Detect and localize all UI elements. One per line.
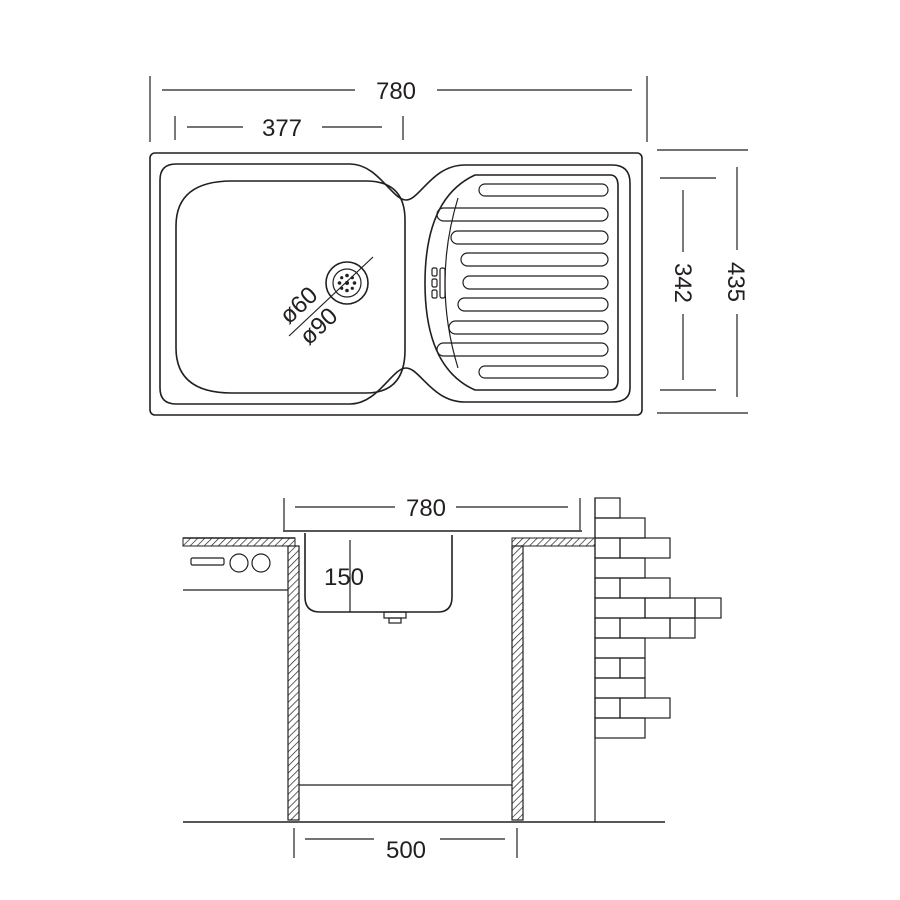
appliance-knob-icon (229, 553, 249, 573)
sink-inner-rim (159, 163, 631, 405)
countertop-right-section (511, 537, 596, 547)
dim-top-overall-width: 780 (149, 76, 648, 142)
drainer-groove (478, 365, 609, 379)
brick (594, 677, 646, 699)
bowl-depth-label: 150 (324, 564, 364, 591)
brick (619, 537, 671, 559)
drainer-groove (436, 207, 609, 222)
brick (594, 537, 621, 559)
brick (619, 617, 671, 639)
drain-leader-line (288, 256, 374, 337)
drainer-groove (460, 252, 609, 267)
brick (694, 597, 722, 619)
brick-wall (594, 497, 722, 822)
sink-bowl-profile (304, 533, 453, 613)
dim-top-depth-outer-label: 435 (722, 262, 749, 302)
drainer-groove (436, 342, 609, 357)
dim-top-depth-inner-label: 342 (669, 263, 696, 303)
appliance-knob-icon (251, 553, 271, 573)
dim-side-overall-width-label: 780 (406, 495, 446, 522)
dim-top-depth-inner: 342 (660, 177, 716, 391)
drain-outlet (383, 611, 407, 624)
cabinet-left-wall (287, 545, 300, 821)
drainer-grooves (436, 183, 609, 379)
appliance-panel (190, 553, 271, 573)
drainer-groove (448, 320, 609, 335)
brick (594, 617, 621, 639)
overflow-icon (431, 267, 446, 299)
brick (594, 637, 646, 659)
brick (594, 657, 621, 679)
dim-side-cabinet-width: 500 (293, 828, 518, 864)
brick (644, 597, 696, 619)
brick (594, 517, 646, 539)
sink-drainer (424, 174, 619, 391)
brick (594, 717, 646, 739)
dim-top-bowl-width: 377 (174, 115, 404, 142)
drainer-outline (424, 174, 619, 391)
dim-top-depth-outer: 435 (657, 149, 749, 414)
brick (594, 497, 621, 519)
cabinet-right-wall (511, 545, 524, 821)
drainer-groove (462, 275, 609, 290)
brick (619, 657, 646, 679)
brick (594, 597, 646, 619)
side-view: 780 150 (182, 495, 722, 864)
dim-side-cabinet-width-label: 500 (386, 837, 426, 864)
drainer-groove (478, 183, 609, 197)
sink-outer-rim (149, 152, 643, 416)
dim-top-overall-width-label: 780 (376, 78, 416, 105)
top-view: 780 377 435 342 (149, 76, 749, 416)
brick (669, 617, 696, 639)
brick (594, 557, 646, 579)
countertop-left-section (182, 537, 296, 547)
drainer-groove (450, 230, 609, 245)
dim-top-bowl-width-label: 377 (262, 115, 302, 142)
dim-side-overall-width: 780 (283, 495, 581, 530)
countertop (182, 537, 596, 591)
drainer-groove (457, 297, 609, 312)
brick (594, 697, 621, 719)
brick (619, 697, 671, 719)
brick (619, 577, 671, 599)
sink-bowl (175, 180, 406, 394)
appliance-slot (190, 557, 225, 566)
brick (594, 577, 621, 599)
